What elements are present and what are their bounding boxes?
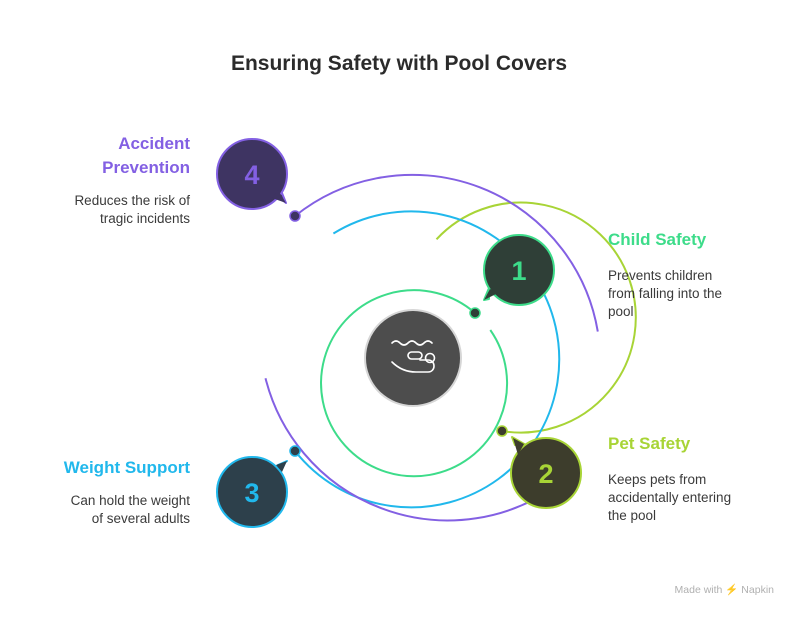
description-line: Keeps pets from [608,472,707,487]
badge-number-3: 3 [244,478,259,508]
scuba-diver-waves-icon [391,340,436,373]
diagram-title: Ensuring Safety with Pool Covers [230,52,568,75]
badge-1 [483,234,555,306]
heading-line: Accident [118,134,190,153]
weight-support-description: Can hold the weight of several adults [20,492,190,528]
description-line: pool [608,304,634,319]
arc-accident-prevention-lower [264,377,556,522]
badge-2 [510,436,582,509]
arc-child-safety [320,289,509,478]
badge-4 [216,138,288,210]
connector-dot-4 [289,210,301,222]
description-line: Reduces the risk of [74,193,190,208]
connector-dot-2 [496,425,508,437]
description-line: from falling into the [608,286,723,301]
description-line: of several adults [91,511,190,526]
badge-3 [216,456,288,528]
center-hub [364,309,462,407]
arc-pet-safety [435,201,637,434]
heading-line: Prevention [102,158,190,177]
child-safety-heading: Child Safety [608,230,707,249]
connector-dot-3 [289,445,301,457]
badge-number-1: 1 [511,256,526,286]
description-line: the pool [608,508,657,523]
pet-safety-description: Keeps pets from accidentally entering th… [608,471,778,525]
badge-number-2: 2 [538,459,553,489]
child-safety-description: Prevents children from falling into the … [608,267,778,321]
accident-prevention-description: Reduces the risk of tragic incidents [20,192,190,228]
description-line: tragic incidents [99,211,190,226]
description-line: Can hold the weight [70,493,190,508]
connector-dot-1 [469,307,481,319]
badge-number-4: 4 [244,160,259,190]
accident-prevention-heading: Accident Prevention [20,132,190,180]
arc-accident-prevention [294,173,599,332]
napkin-watermark[interactable]: Made with ⚡ Napkin [674,584,774,596]
description-line: Prevents children [608,268,713,283]
weight-support-heading: Weight Support [63,458,190,477]
arc-weight-support [294,210,561,509]
pet-safety-heading: Pet Safety [608,434,691,453]
description-line: accidentally entering [608,490,732,505]
